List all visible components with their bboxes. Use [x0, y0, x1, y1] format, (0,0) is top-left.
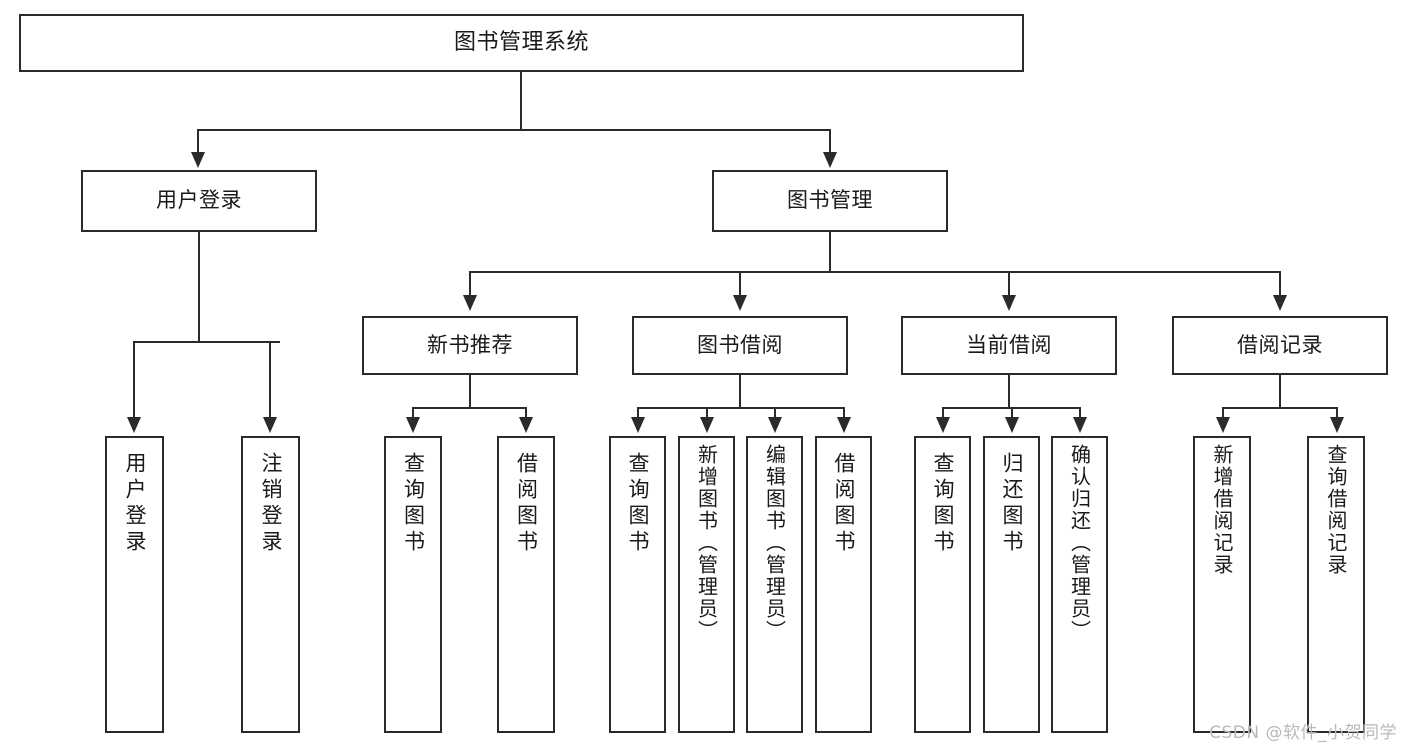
- node-user-login[interactable]: 用户登录: [81, 170, 317, 232]
- connector-book-manage-bar: [469, 271, 1281, 273]
- leaf-add-book-label: 新增图书（管理员）: [694, 444, 719, 642]
- node-current-borrow-label: 当前借阅: [966, 332, 1052, 357]
- arrow-to-leaf-query-book-2: [631, 417, 645, 433]
- connector-user-login-bar: [133, 341, 280, 343]
- arrow-to-leaf-borrow-book-1: [519, 417, 533, 433]
- node-borrow-record-label: 借阅记录: [1237, 332, 1323, 357]
- arrow-to-user-login: [191, 152, 205, 168]
- leaf-add-record-label: 新增借阅记录: [1210, 444, 1234, 576]
- arrow-to-leaf-add-book: [700, 417, 714, 433]
- connector-nbr-stem: [469, 375, 471, 408]
- arrow-to-leaf-query-record: [1330, 417, 1344, 433]
- leaf-query-book-1-label: 查询图书: [401, 452, 426, 556]
- arrow-to-leaf-add-record: [1216, 417, 1230, 433]
- connector-user-login-drop-2: [269, 341, 271, 419]
- connector-bb-stem: [739, 375, 741, 408]
- connector-bb-bar: [637, 407, 845, 409]
- leaf-query-book-2[interactable]: 查询图书: [609, 436, 666, 733]
- connector-nbr-bar: [412, 407, 527, 409]
- leaf-user-login[interactable]: 用户登录: [105, 436, 164, 733]
- connector-bm-drop-1: [469, 271, 471, 297]
- node-root[interactable]: 图书管理系统: [19, 14, 1024, 72]
- connector-root-stem: [520, 72, 522, 130]
- leaf-query-record-label: 查询借阅记录: [1324, 444, 1348, 576]
- arrow-to-leaf-query-book-1: [406, 417, 420, 433]
- node-user-login-label: 用户登录: [156, 188, 242, 213]
- leaf-user-login-label: 用户登录: [123, 452, 147, 556]
- arrow-to-leaf-borrow-book-2: [837, 417, 851, 433]
- connector-user-login-drop-1: [133, 341, 135, 419]
- leaf-query-book-3[interactable]: 查询图书: [914, 436, 971, 733]
- connector-bm-drop-3: [1008, 271, 1010, 297]
- connector-bb-drop-1: [637, 407, 639, 419]
- connector-bm-drop-4: [1279, 271, 1281, 297]
- node-new-book-recommend-label: 新书推荐: [427, 332, 513, 357]
- connector-user-login-stem: [198, 232, 200, 342]
- connector-br-stem: [1279, 375, 1281, 408]
- node-current-borrow[interactable]: 当前借阅: [901, 316, 1117, 375]
- leaf-user-logout[interactable]: 注销登录: [241, 436, 300, 733]
- connector-br-drop-1: [1222, 407, 1224, 419]
- arrow-to-leaf-user-login: [127, 417, 141, 433]
- leaf-borrow-book-1[interactable]: 借阅图书: [497, 436, 555, 733]
- connector-cb-drop-2: [1011, 407, 1013, 419]
- node-new-book-recommend[interactable]: 新书推荐: [362, 316, 578, 375]
- connector-br-drop-2: [1336, 407, 1338, 419]
- connector-bb-drop-3: [774, 407, 776, 419]
- leaf-confirm-return-label: 确认归还（管理员）: [1067, 444, 1092, 642]
- arrow-to-leaf-query-book-3: [936, 417, 950, 433]
- connector-bb-drop-4: [843, 407, 845, 419]
- arrow-to-leaf-user-logout: [263, 417, 277, 433]
- csdn-watermark: CSDN @软件_小贺同学: [1209, 723, 1397, 743]
- leaf-add-book[interactable]: 新增图书（管理员）: [678, 436, 735, 733]
- leaf-query-book-1[interactable]: 查询图书: [384, 436, 442, 733]
- node-book-manage[interactable]: 图书管理: [712, 170, 948, 232]
- arrow-to-leaf-return-book: [1005, 417, 1019, 433]
- connector-root-drop-2: [829, 129, 831, 154]
- arrow-to-book-borrow: [733, 295, 747, 311]
- leaf-borrow-book-2-label: 借阅图书: [832, 452, 856, 556]
- connector-nbr-drop-2: [525, 407, 527, 419]
- leaf-borrow-book-1-label: 借阅图书: [514, 452, 539, 556]
- connector-cb-drop-1: [942, 407, 944, 419]
- arrow-to-leaf-confirm-return: [1073, 417, 1087, 433]
- node-book-borrow-label: 图书借阅: [697, 332, 783, 357]
- leaf-confirm-return[interactable]: 确认归还（管理员）: [1051, 436, 1108, 733]
- connector-cb-stem: [1008, 375, 1010, 408]
- connector-book-manage-stem: [829, 232, 831, 272]
- connector-bb-drop-2: [706, 407, 708, 419]
- arrow-to-new-book-recommend: [463, 295, 477, 311]
- leaf-query-book-2-label: 查询图书: [626, 452, 650, 556]
- leaf-query-record[interactable]: 查询借阅记录: [1307, 436, 1365, 733]
- arrow-to-book-manage: [823, 152, 837, 168]
- leaf-edit-book[interactable]: 编辑图书（管理员）: [746, 436, 803, 733]
- leaf-user-logout-label: 注销登录: [259, 452, 283, 556]
- arrow-to-current-borrow: [1002, 295, 1016, 311]
- leaf-edit-book-label: 编辑图书（管理员）: [762, 444, 787, 642]
- arrow-to-leaf-edit-book: [768, 417, 782, 433]
- connector-br-bar: [1222, 407, 1338, 409]
- arrow-to-borrow-record: [1273, 295, 1287, 311]
- node-root-label: 图书管理系统: [453, 29, 589, 55]
- connector-nbr-drop-1: [412, 407, 414, 419]
- leaf-borrow-book-2[interactable]: 借阅图书: [815, 436, 872, 733]
- leaf-return-book-label: 归还图书: [1000, 452, 1024, 556]
- leaf-query-book-3-label: 查询图书: [931, 452, 955, 556]
- node-book-manage-label: 图书管理: [787, 188, 873, 213]
- node-book-borrow[interactable]: 图书借阅: [632, 316, 848, 375]
- connector-cb-drop-3: [1079, 407, 1081, 419]
- leaf-return-book[interactable]: 归还图书: [983, 436, 1040, 733]
- connector-root-bar: [198, 129, 831, 131]
- node-borrow-record[interactable]: 借阅记录: [1172, 316, 1388, 375]
- leaf-add-record[interactable]: 新增借阅记录: [1193, 436, 1251, 733]
- connector-root-drop-1: [197, 129, 199, 154]
- connector-bm-drop-2: [739, 271, 741, 297]
